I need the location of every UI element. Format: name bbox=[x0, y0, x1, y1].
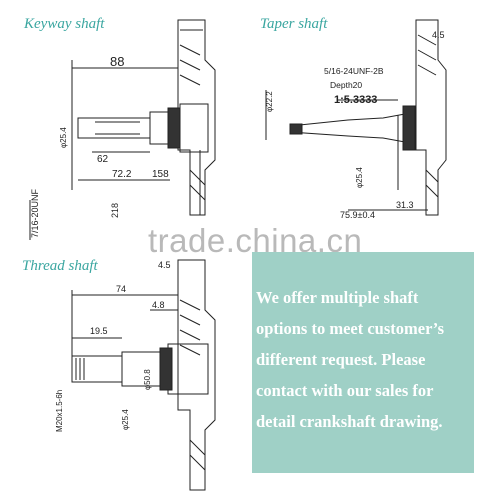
taper-dim-left: φ22.2 bbox=[265, 91, 274, 112]
thread-dim-thread: M20x1.5-6h bbox=[55, 390, 64, 432]
taper-dim-dia: φ25.4 bbox=[355, 167, 364, 188]
keyway-dim-mid: 62 bbox=[97, 154, 109, 165]
taper-dim-top: 4.5 bbox=[432, 30, 445, 40]
keyway-dim-unf: 7/16-20UNF bbox=[30, 188, 40, 238]
taper-dim-thread: 5/16-24UNF-2B bbox=[324, 66, 384, 76]
taper-dim-vert: 31.3 bbox=[396, 200, 414, 210]
thread-dim-top: 4.5 bbox=[158, 260, 171, 270]
taper-dim-ratio: 1:5.3333 bbox=[334, 94, 377, 106]
keyway-shaft-title: Keyway shaft bbox=[24, 16, 105, 32]
keyway-dim-bottom: 72.2 bbox=[112, 169, 132, 180]
keyway-dim-right: 158 bbox=[152, 169, 169, 180]
thread-shaft-drawing: 4.5 74 4.8 19.5 φ25.4 φ50.8 M20x1.5-6h bbox=[55, 259, 216, 491]
keyway-dim-dia: φ25.4 bbox=[59, 127, 68, 148]
thread-shaft-title: Thread shaft bbox=[22, 258, 98, 274]
keyway-dim-vert: 218 bbox=[110, 203, 120, 218]
thread-dim-mid: 4.8 bbox=[152, 300, 165, 310]
thread-dim-dia: φ25.4 bbox=[121, 409, 130, 430]
taper-dim-bottom: 75.9±0.4 bbox=[340, 210, 375, 220]
info-box: We offer multiple shaft options to meet … bbox=[252, 252, 474, 473]
thread-dim-short: 19.5 bbox=[90, 326, 108, 336]
keyway-dim-top: 88 bbox=[110, 54, 124, 69]
taper-shaft-drawing: 5/16-24UNF-2B Depth20 1:5.3333 4.5 φ25.4… bbox=[265, 19, 447, 220]
keyway-shaft-drawing: 88 62 72.2 158 φ25.4 218 7/16-20UNF bbox=[29, 19, 216, 240]
taper-dim-depth: Depth20 bbox=[330, 80, 362, 90]
info-text: We offer multiple shaft options to meet … bbox=[256, 288, 445, 431]
thread-dim-len: 74 bbox=[116, 284, 126, 294]
thread-dim-dia2: φ50.8 bbox=[143, 369, 152, 390]
taper-shaft-title: Taper shaft bbox=[260, 16, 328, 32]
